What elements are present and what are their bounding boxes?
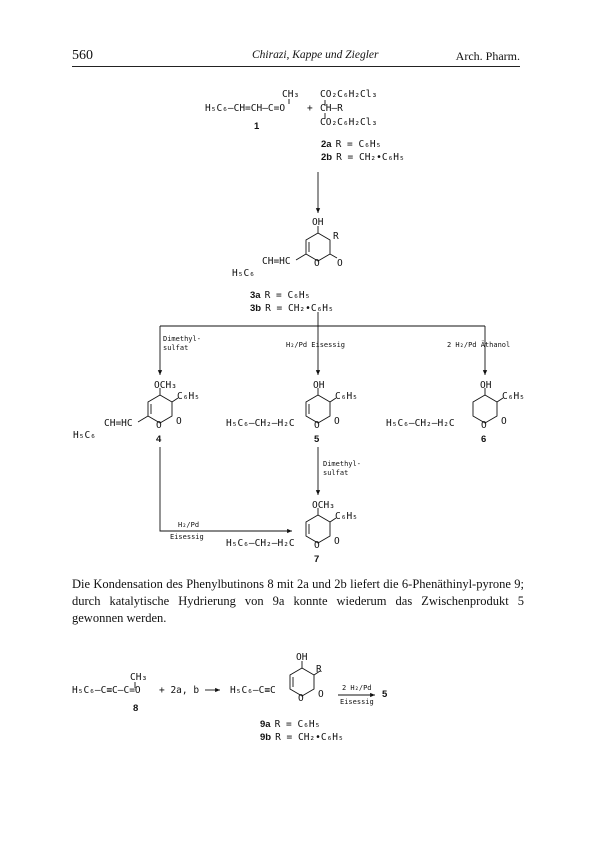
p4-phenyl-sub: C₆H₅ (177, 391, 200, 402)
compound-number-7: 7 (314, 554, 320, 565)
s2-plus-reagent: + 2a, b (159, 685, 200, 696)
reagent-5to7-line1: Dimethyl- (323, 460, 361, 468)
compound-9a: 9a R = C₆H₅ (260, 714, 320, 732)
compound-number-6: 6 (481, 434, 487, 445)
plus-sign: + (307, 103, 313, 114)
p7-chain: H₅C₆–CH₂–H₂C (226, 538, 295, 549)
p3-carbonyl-o: O (337, 258, 343, 269)
compound-number-9a: 9a (260, 719, 271, 730)
p6-phenyl-sub: C₆H₅ (502, 391, 525, 402)
p7-carbonyl-o: O (334, 536, 340, 547)
reagent-5to7-line2: sulfat (323, 469, 349, 477)
p5-oh: OH (313, 380, 325, 391)
compound-3b-formula: R = CH₂•C₆H₅ (265, 303, 334, 314)
reagent-left-line2: sulfat (163, 344, 189, 352)
arrow-4-to-7 (159, 447, 292, 534)
p6-carbonyl-o: O (501, 416, 507, 427)
page-number: 560 (72, 48, 93, 63)
compound-3a-formula: R = C₆H₅ (264, 290, 311, 301)
p4-phenyl: H₅C₆ (73, 430, 96, 441)
reagent-left-line1: Dimethyl- (163, 335, 201, 343)
s2-reagent-line2: Eisessig (340, 698, 374, 706)
compound-2a: 2a R = C₆H₅ (321, 134, 381, 152)
pyrone-ring-5 (305, 388, 337, 424)
s2-reactant-8: H₅C₆–C≡C–C=O (72, 685, 141, 696)
compound-number-8: 8 (133, 703, 139, 714)
pyrone-ring-9 (289, 661, 321, 697)
p3-chain: CH=HC (262, 256, 291, 267)
p5-chain: H₅C₆–CH₂–H₂C (226, 418, 295, 429)
s2-arrow-glyph: ⟶ (205, 700, 206, 701)
p7-phenyl-sub: C₆H₅ (335, 511, 358, 522)
reagent-4to7-line2: Eisessig (170, 533, 204, 541)
p3-r: R (333, 231, 339, 242)
compound-2b-formula: R = CH₂•C₆H₅ (336, 152, 405, 163)
p3-oh: OH (312, 217, 324, 228)
p7-ring-o: O (314, 540, 320, 551)
s2-result-5: 5 (382, 689, 388, 700)
pyrone-ring-7 (305, 508, 337, 544)
header-rule (72, 66, 520, 67)
pyrone-ring-4 (137, 388, 179, 424)
compound-number-4: 4 (156, 434, 162, 445)
compound-number-3a: 3a (250, 290, 261, 301)
compound-3a: 3a R = C₆H₅ (250, 285, 310, 303)
compound-number-2a: 2a (321, 139, 332, 150)
compound-number-5: 5 (314, 434, 320, 445)
compound-2a-formula: R = C₆H₅ (335, 139, 382, 150)
compound-number-1: 1 (254, 121, 260, 132)
compound-3b: 3b R = CH₂•C₆H₅ (250, 298, 334, 316)
r1-ch3: CH₃ (282, 89, 300, 100)
compound-number-9b: 9b (260, 732, 272, 743)
s2-oh: OH (296, 652, 308, 663)
p7-och3: OCH₃ (312, 500, 335, 511)
reagent-4to7-line1: H₂/Pd (178, 521, 200, 529)
r2-mid: CH–R (320, 103, 343, 114)
compound-9a-formula: R = C₆H₅ (274, 719, 321, 730)
p5-phenyl-sub: C₆H₅ (335, 391, 358, 402)
pyrone-ring-6 (472, 388, 504, 424)
s2-ch3: CH₃ (130, 672, 148, 683)
s2-carbonyl-o: O (318, 689, 324, 700)
s2-reagent-line1: 2 H₂/Pd (342, 684, 372, 692)
p3-ring-o: O (314, 258, 320, 269)
p4-chain: CH=HC (104, 418, 133, 429)
p3-phenyl: H₅C₆ (232, 268, 255, 279)
compound-number-2b: 2b (321, 152, 333, 163)
compound-9b: 9b R = CH₂•C₆H₅ (260, 727, 344, 745)
r1-formula: H₅C₆–CH=CH–C=O (205, 103, 286, 114)
p4-ring-o: O (156, 420, 162, 431)
body-paragraph: Die Kondensation des Phenylbutinons 8 mi… (72, 577, 524, 625)
p6-oh: OH (480, 380, 492, 391)
r2-bot: CO₂C₆H₂Cl₃ (320, 117, 378, 128)
running-authors: Chirazi, Kappe und Ziegler (252, 49, 379, 61)
s2-product-chain: H₅C₆–C≡C (230, 685, 276, 696)
s2-r: R (316, 664, 322, 675)
compound-9b-formula: R = CH₂•C₆H₅ (275, 732, 344, 743)
p6-chain: H₅C₆–CH₂–H₂C (386, 418, 455, 429)
p6-ring-o: O (481, 420, 487, 431)
reagent-mid: H₂/Pd Eisessig (286, 341, 346, 349)
page-header: 560 Chirazi, Kappe und Ziegler Arch. Pha… (72, 48, 520, 68)
p5-carbonyl-o: O (334, 416, 340, 427)
p5-ring-o: O (314, 420, 320, 431)
compound-number-3b: 3b (250, 303, 262, 314)
p4-carbonyl-o: O (176, 416, 182, 427)
compound-2b: 2b R = CH₂•C₆H₅ (321, 147, 405, 165)
reagent-right: 2 H₂/Pd Äthanol (447, 341, 511, 349)
pyrone-ring-3 (295, 226, 338, 262)
journal-name: Arch. Pharm. (455, 49, 520, 63)
p4-och3: OCH₃ (154, 380, 177, 391)
s2-ring-o: O (298, 693, 304, 704)
r2-top: CO₂C₆H₂Cl₃ (320, 89, 378, 100)
